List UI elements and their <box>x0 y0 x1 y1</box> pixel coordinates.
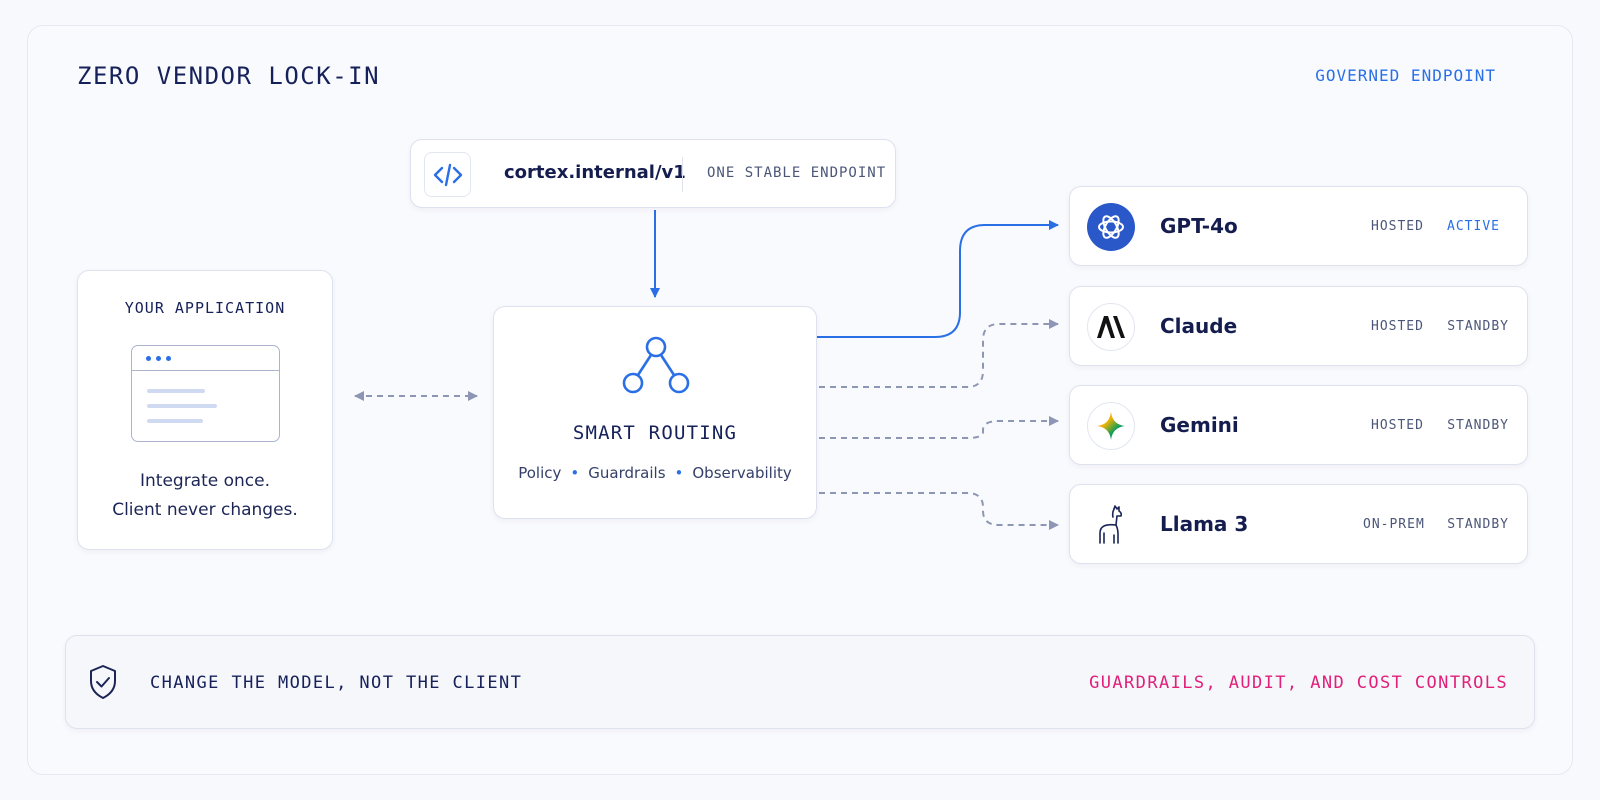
code-icon <box>424 152 471 197</box>
bullet-separator: • <box>570 464 580 482</box>
footer-message: CHANGE THE MODEL, NOT THE CLIENT <box>150 673 523 693</box>
feature-guardrails: Guardrails <box>588 464 666 482</box>
router-label: SMART ROUTING <box>572 422 738 444</box>
model-hosting: HOSTED <box>1371 219 1424 234</box>
routing-node-icon <box>621 333 691 401</box>
shield-check-icon <box>88 664 118 704</box>
model-name: Llama 3 <box>1160 512 1249 536</box>
smart-routing-card[interactable]: SMART ROUTING Policy • Guardrails • Observab… <box>493 306 817 519</box>
model-card-gpt4o[interactable]: GPT-4o HOSTED ACTIVE <box>1069 186 1528 266</box>
model-status: STANDBY <box>1447 517 1509 532</box>
application-line-1: Integrate once. <box>139 471 271 491</box>
application-card[interactable]: YOUR APPLICATION Integrate once. Client … <box>77 270 333 550</box>
browser-window-icon <box>131 345 280 442</box>
model-card-gemini[interactable]: Gemini HOSTED STANDBY <box>1069 385 1528 465</box>
model-hosting: HOSTED <box>1371 418 1424 433</box>
feature-policy: Policy <box>518 464 562 482</box>
route-standby-claude <box>819 319 1059 388</box>
model-name: Claude <box>1160 314 1238 338</box>
llama-icon <box>1087 501 1135 549</box>
route-standby-llama <box>819 492 1059 530</box>
model-card-claude[interactable]: Claude HOSTED STANDBY <box>1069 286 1528 366</box>
model-status: STANDBY <box>1447 418 1509 433</box>
model-card-llama[interactable]: Llama 3 ON-PREM STANDBY <box>1069 484 1528 564</box>
governed-endpoint-tag: GOVERNED ENDPOINT <box>1315 66 1496 85</box>
openai-logo-icon <box>1087 203 1135 251</box>
feature-observability: Observability <box>692 464 792 482</box>
footer-controls-tag: GUARDRAILS, AUDIT, AND COST CONTROLS <box>1089 673 1508 693</box>
application-line-2: Client never changes. <box>112 500 298 520</box>
router-features: Policy • Guardrails • Observability <box>494 464 816 482</box>
anthropic-logo-icon <box>1087 303 1135 351</box>
model-hosting: ON-PREM <box>1363 517 1425 532</box>
endpoint-url: cortex.internal/v1 <box>504 162 686 183</box>
gemini-sparkle-icon <box>1087 402 1135 450</box>
endpoint-tag: ONE STABLE ENDPOINT <box>707 165 887 181</box>
bullet-separator: • <box>674 464 684 482</box>
model-status: STANDBY <box>1447 319 1509 334</box>
application-description: Integrate once. Client never changes. <box>78 467 332 525</box>
model-hosting: HOSTED <box>1371 319 1424 334</box>
application-title: YOUR APPLICATION <box>124 299 286 317</box>
page-title: ZERO VENDOR LOCK-IN <box>77 62 381 90</box>
footer-banner: CHANGE THE MODEL, NOT THE CLIENT GUARDRA… <box>65 635 1535 729</box>
model-status-active: ACTIVE <box>1447 219 1500 234</box>
route-standby-gemini <box>819 416 1059 439</box>
endpoint-divider <box>682 157 683 192</box>
model-name: Gemini <box>1160 413 1239 437</box>
model-name: GPT-4o <box>1160 214 1238 238</box>
route-active-gpt4o <box>817 220 1059 338</box>
endpoint-card[interactable]: cortex.internal/v1 ONE STABLE ENDPOINT <box>410 139 896 208</box>
